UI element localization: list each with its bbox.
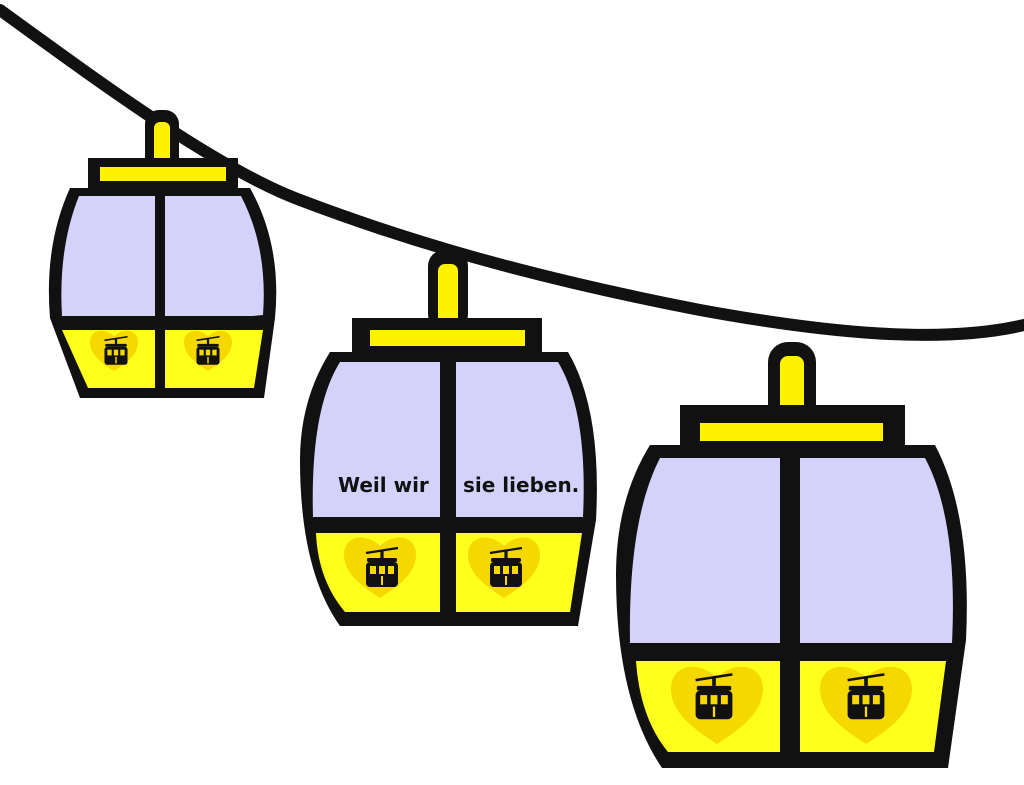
caption-right: sie lieben. (463, 473, 579, 497)
gondola-middle: Weil wir sie lieben. (300, 250, 597, 626)
caption-left: Weil wir (338, 473, 429, 497)
gondola-right (616, 342, 967, 768)
gondola-left (48, 110, 277, 398)
